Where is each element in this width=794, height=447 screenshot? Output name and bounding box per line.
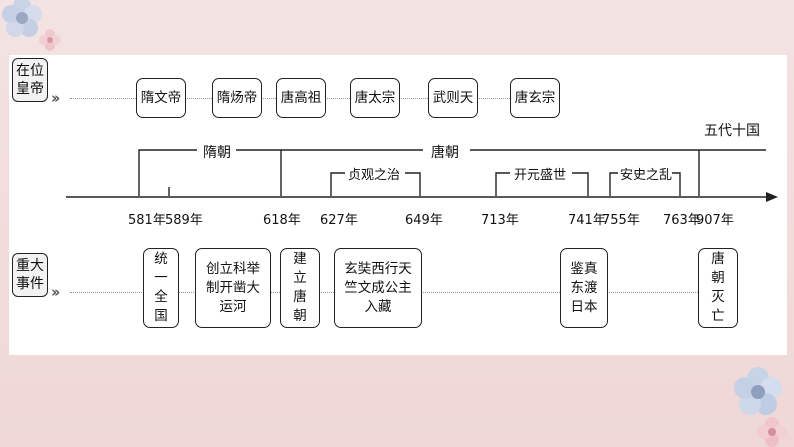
ruler-box: 隋炀帝 xyxy=(212,78,262,118)
events-row-label: 重大事件 xyxy=(12,253,48,297)
period-zhenguan: 贞观之治 xyxy=(348,168,401,183)
period-anshi: 安史之乱 xyxy=(620,168,673,183)
year-label: 589年 xyxy=(165,213,203,228)
anshi-bracket xyxy=(609,172,681,196)
year-label: 741年 xyxy=(568,213,606,228)
ruler-box: 唐高祖 xyxy=(276,78,326,118)
events-chevron-icon: ›› xyxy=(51,283,61,301)
year-label: 581年 xyxy=(128,213,166,228)
kaiyuan-bracket xyxy=(495,172,589,196)
year-label: 763年 xyxy=(663,213,701,228)
event-box: 唐朝灭亡 xyxy=(698,248,738,328)
flower-decoration-top-left xyxy=(2,0,61,51)
event-box: 鉴真东渡日本 xyxy=(560,248,608,328)
year-label: 627年 xyxy=(320,213,358,228)
ruler-box: 武则天 xyxy=(428,78,478,118)
ruler-box: 隋文帝 xyxy=(136,78,186,118)
year-label: 907年 xyxy=(696,213,734,228)
period-wudai: 五代十国 xyxy=(704,123,760,139)
event-box: 创立科举制开凿大运河 xyxy=(195,248,271,328)
event-box: 建立唐朝 xyxy=(280,248,320,328)
ruler-box: 唐太宗 xyxy=(350,78,400,118)
zhenguan-bracket xyxy=(330,172,421,196)
period-tang: 唐朝 xyxy=(431,145,459,161)
rulers-chevron-icon: ›› xyxy=(51,89,61,107)
axis-arrow-icon xyxy=(766,192,778,202)
year-label: 755年 xyxy=(602,213,640,228)
year-label: 713年 xyxy=(481,213,519,228)
rulers-row-label: 在位皇帝 xyxy=(12,58,48,102)
ruler-box: 唐玄宗 xyxy=(510,78,560,118)
event-box: 玄奘西行天竺文成公主入藏 xyxy=(334,248,422,328)
flower-decoration-bottom-right xyxy=(734,367,787,447)
year-label: 618年 xyxy=(263,213,301,228)
year-label: 649年 xyxy=(405,213,443,228)
event-box: 统一全国 xyxy=(143,248,179,328)
period-kaiyuan: 开元盛世 xyxy=(514,168,567,183)
period-sui: 隋朝 xyxy=(203,145,231,161)
